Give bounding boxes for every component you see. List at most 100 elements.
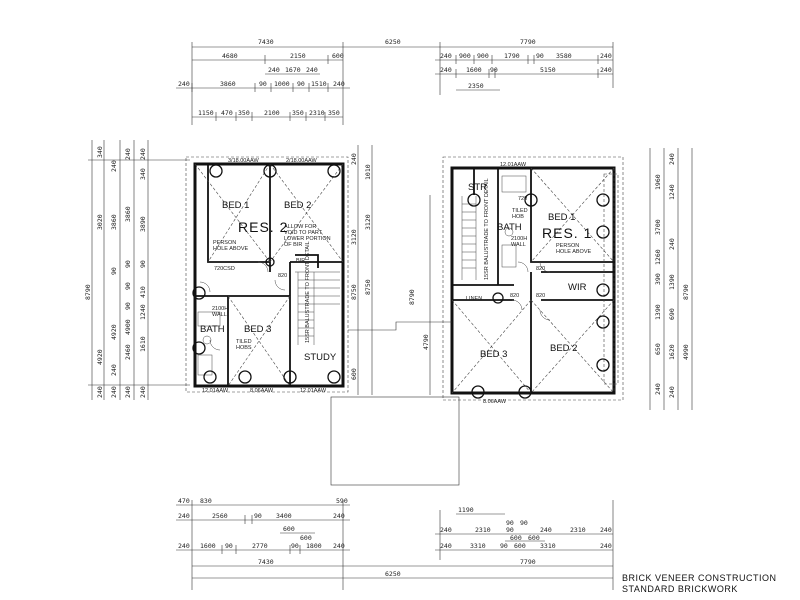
res1-door-note-b: 820 [536,266,545,272]
res2-pier-6 [203,370,217,384]
res1-tiled-note-2: HOB [512,214,524,220]
res1-top-row2-b: 1600 [466,66,482,74]
res1-pier-8 [471,385,485,399]
title-line-2: STANDARD BRICKWORK [622,584,738,594]
res1-right-col1-d: 390 [654,273,662,285]
res2-bottom-row4-g: 240 [333,542,345,550]
res2-right-col1-d: 8750 [350,284,358,300]
res2-left-col4-e: 1240 [139,304,147,320]
res2-bottom-row4-d: 2770 [252,542,268,550]
res2-left-col1-d: 240 [124,386,132,398]
res2-bottom-row1-c: 590 [336,497,348,505]
res2-bottom-row2-a: 240 [178,512,190,520]
res2-window-note-b: 2/18.00AAW [286,158,317,164]
res2-bottom-row4-a: 240 [178,542,190,550]
res1-bottom-row4-a: 240 [440,542,452,550]
res2-bottom-row4-b: 1600 [200,542,216,550]
res1-right-col1-g: 240 [654,383,662,395]
res2-door-note-b: 820 [278,273,287,279]
res1-wall-note-1: 2100H [511,236,527,242]
res2-left-col1-c: 240 [110,386,118,398]
res1-stair-note: 15SR BALUSTRADE TO FRONT DETAIL [484,178,490,280]
res2-top-row2-b: 1670 [285,66,301,74]
res1-tiled-note-1: TILED [512,208,528,214]
res1-right-col1-c: 1260 [654,249,662,265]
res2-bottom-row3-a: 600 [283,525,295,533]
res1-label: RES. 1 [542,225,592,241]
res1-bottom-row1-a: 1190 [458,506,474,514]
res2-top-row3-c: 90 [259,80,267,88]
res1-wall-note-2: WALL [511,242,526,248]
res2-bottom-row4-e: 90 [291,542,299,550]
res1-top-row1-a: 240 [440,52,452,60]
res1-str-label: STR [468,182,487,193]
res2-pier-2 [263,164,277,178]
res1-bottom-row2-c: 90 [506,526,514,534]
res2-top-row1-c: 600 [332,52,344,60]
res1-bottom-row3-b: 600 [528,534,540,542]
res2-right-col1-e: 600 [350,368,358,380]
res2-window-note-a: 3/18.00AAW [228,158,259,164]
res2-void-note-4: OF BIR [284,242,302,248]
top-dimension-strings: 7430 6250 7790 4680 2150 600 240 1670 24… [176,38,614,125]
res1-pier-7 [596,358,610,372]
res1-door-note-a: 720 [518,196,527,202]
res2-left-col2-e: 3890 [139,216,147,232]
res2-left-col2-b: 3860 [110,214,118,230]
res2-window-note-e: 12.01AAW [300,388,327,394]
res2-left-col4-b: 340 [139,168,147,180]
res1-person-note-1: PERSON [556,243,579,249]
bottom-dimension-strings: 470 830 590 240 2560 90 3400 240 600 600… [176,497,614,590]
res2-wall-note-1: 2100H [212,306,228,312]
res2-bottom-row2-d: 3400 [276,512,292,520]
res1-right-col2-c: 240 [668,238,676,250]
res2-top-overall: 7430 [258,38,274,46]
res1-bath-label: BATH [497,222,522,233]
res1-right-col1-b: 3700 [654,219,662,235]
res2-left-col5-a: 8790 [84,284,92,300]
res1-bed2-label: BED 2 [550,343,577,354]
res2-pier-4 [192,286,206,300]
res1-door-note-c: 820 [510,293,519,299]
overall-dimension-top: 6250 [385,38,401,46]
res2-left-col4-f: 1610 [139,336,147,352]
res2-void-note-1: ALLOW FOR [284,224,316,230]
res2-left-col3-c: 90 [124,282,132,290]
res2-left-col3-g: 240 [110,364,118,376]
res2-stair [295,271,340,345]
res1-top-row2-e: 240 [600,66,612,74]
res1-top-row2-c: 90 [490,66,498,74]
res2-bottom-overall: 7430 [258,558,274,566]
res1-right-col1-e: 1390 [654,304,662,320]
res2-left-col4-c: 410 [139,286,147,298]
res1-top-row1-c: 900 [477,52,489,60]
res2-top-row4-c: 350 [238,109,250,117]
res2-door-note-a: 720CSD [214,266,235,272]
res1-linen-label: LINEN [466,296,482,302]
res2-top-row3-e: 90 [297,80,305,88]
res1-right-col2-b: 1240 [668,184,676,200]
res2-study-label: STUDY [304,352,337,363]
res2-bottom-row4-f: 1800 [306,542,322,550]
res2-top-row2-c: 240 [306,66,318,74]
res2-bottom-row2-e: 240 [333,512,345,520]
res1-door-note-d: 820 [536,293,545,299]
title-block: BRICK VENEER CONSTRUCTION STANDARD BRICK… [622,573,776,594]
res2-pier-1 [209,164,223,178]
res1-bottom-row4-b: 3310 [470,542,486,550]
res2-tiled-note: TILED [236,339,252,345]
res1-top-row1-f: 3580 [556,52,572,60]
res2-left-col1-a: 340 [96,146,104,158]
res2-person-note-1: PERSON [213,240,236,246]
res2-hobs-note: HOBS [236,345,252,351]
res1-top-overall: 7790 [520,38,536,46]
res2-top-row4-b: 470 [221,109,233,117]
res2-left-col2-d: 90 [110,267,118,275]
res1-top-row1-g: 240 [600,52,612,60]
res1-pier-3 [596,193,610,207]
res2-left-col3-a: 4920 [110,324,118,340]
res2-right-col1-b: 1010 [364,164,372,180]
res2-bottom-row1-a: 470 [178,497,190,505]
res2-bottom-row2-c: 90 [254,512,262,520]
res2-pier-10 [265,257,275,267]
